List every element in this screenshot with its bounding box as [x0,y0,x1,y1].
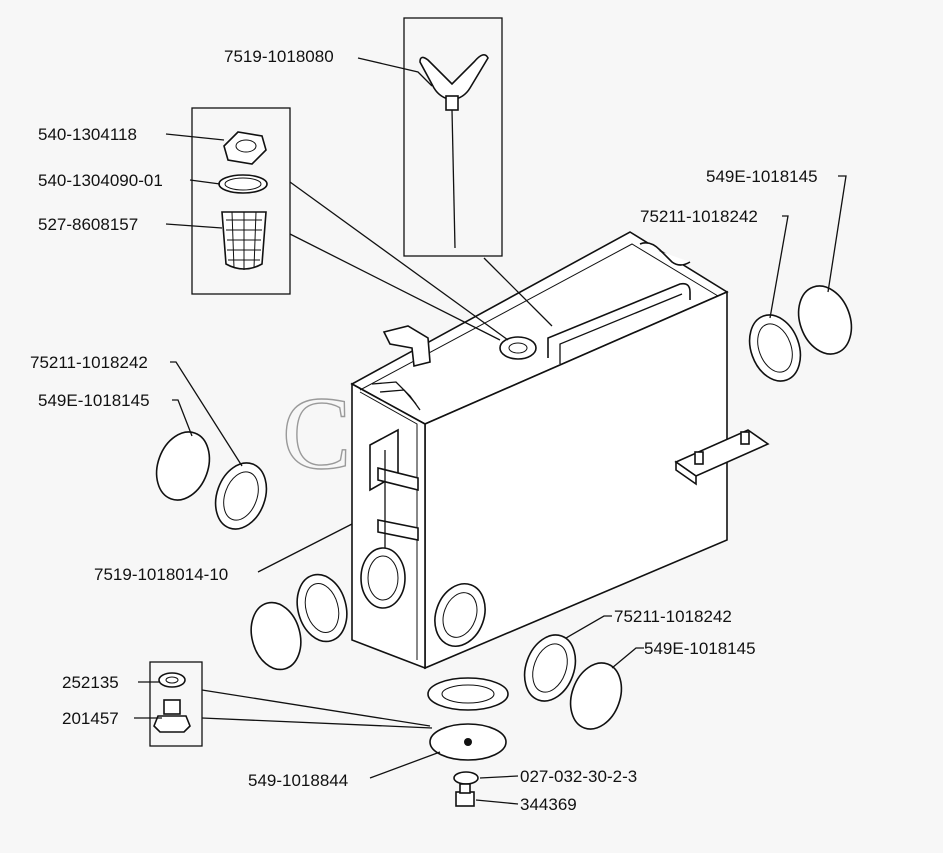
label-plug-201457: 201457 [62,709,119,728]
front-cover [569,662,623,730]
part-labels: 7519-1018080 540-1304118 540-1304090-01 … [30,47,818,814]
left-gasket [214,462,268,530]
front-gasket [523,634,577,702]
label-filler-strainer: 527-8608157 [38,215,138,234]
left-cover [155,431,211,501]
label-drain-washer: 027-032-30-2-3 [520,767,637,786]
label-gasket-right: 75211-1018242 [640,207,758,226]
label-cover-left: 549E-1018145 [38,391,150,410]
label-drain-plug: 344369 [520,795,577,814]
label-cover-front: 549E-1018145 [644,639,756,658]
label-bottom-cover: 549-1018844 [248,771,348,790]
label-washer-252135: 252135 [62,673,119,692]
bottom-cover [429,723,507,761]
right-cover [797,285,853,355]
lower-left-cover [250,601,302,671]
drain-plug [455,783,475,807]
lower-left-gasket [296,573,348,643]
filler-inset [191,107,291,295]
leader-lines [134,57,847,805]
right-gasket [748,314,802,382]
bottom-gasket [427,677,509,711]
fuel-tank [350,231,770,670]
label-gasket-left: 75211-1018242 [30,353,148,372]
label-filler-cap: 540-1304118 [38,125,137,144]
label-cover-right: 549E-1018145 [706,167,818,186]
label-gasket-front: 75211-1018242 [614,607,732,626]
label-dipstick: 7519-1018080 [224,47,334,66]
label-tank: 7519-1018014-10 [94,565,228,584]
drain-washer [453,771,479,785]
drain-inset [149,661,203,747]
dipstick-inset [403,17,503,257]
label-filler-gasket: 540-1304090-01 [38,171,163,190]
